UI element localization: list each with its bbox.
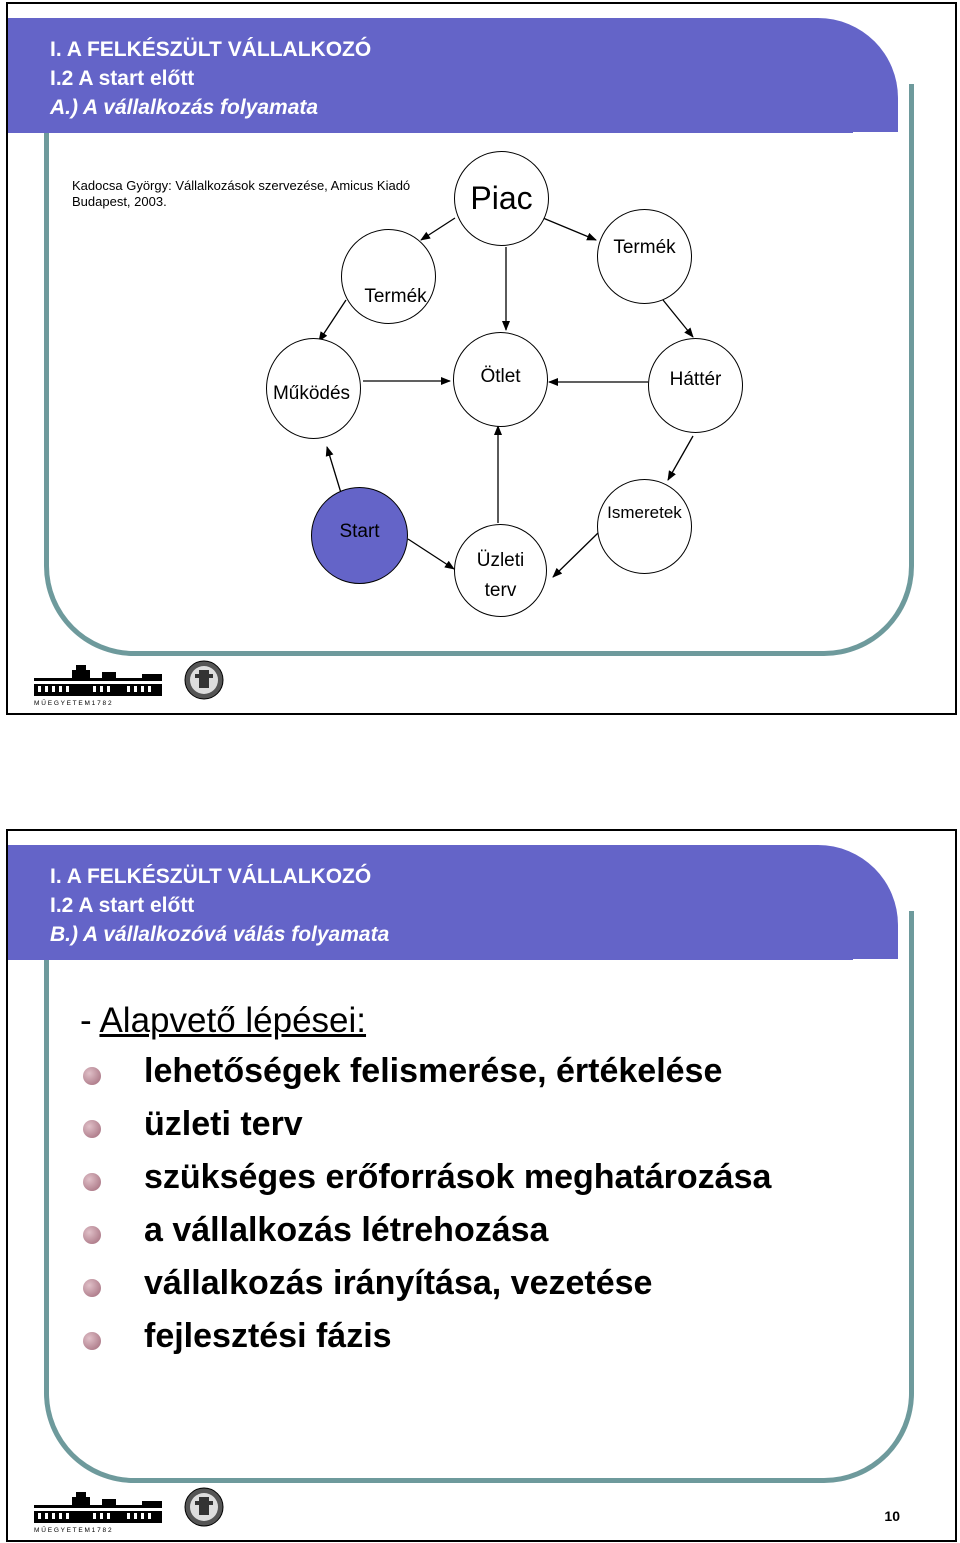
node-hatter: Háttér bbox=[648, 338, 743, 433]
university-building-logo: M Ű E G Y E T E M 1 7 8 2 bbox=[34, 665, 162, 706]
list-item: fejlesztési fázis bbox=[80, 1311, 920, 1364]
list-item: lehetőségek felismerése, értékelése bbox=[80, 1046, 920, 1099]
header-underline bbox=[8, 955, 853, 960]
node-termek-right: Termék bbox=[597, 209, 692, 304]
slide-frame bbox=[44, 911, 914, 1483]
bullet-icon bbox=[83, 1226, 101, 1244]
bullet-icon bbox=[83, 1173, 101, 1191]
arrow-hatter-ismeretek bbox=[667, 435, 694, 481]
arrow-piac-termek-right bbox=[542, 217, 597, 241]
node-otlet: Ötlet bbox=[453, 332, 548, 427]
header-line-2: I.2 A start előtt bbox=[50, 894, 195, 917]
slide-2: I. A FELKÉSZÜLT VÁLLALKOZÓ I.2 A start e… bbox=[6, 829, 957, 1542]
node-uzleti-terv: Üzleti terv bbox=[454, 524, 547, 617]
slide-1: I. A FELKÉSZÜLT VÁLLALKOZÓ I.2 A start e… bbox=[6, 2, 957, 715]
node-ismeretek: Ismeretek bbox=[597, 479, 692, 574]
diagram-arrows bbox=[318, 217, 694, 578]
arrow-mukodes-termek bbox=[318, 299, 347, 342]
arrow-start-uzleti bbox=[407, 538, 455, 570]
header-underline bbox=[8, 128, 853, 133]
list-item: üzleti terv bbox=[80, 1099, 920, 1152]
slide-frame bbox=[44, 84, 914, 656]
header-line-2: I.2 A start előtt bbox=[50, 67, 195, 90]
university-seal-logo bbox=[184, 660, 224, 700]
header-line-3: B.) A vállalkozóvá válás folyamata bbox=[50, 923, 390, 946]
node-mukodes: Működés bbox=[266, 338, 361, 439]
node-start: Start bbox=[311, 487, 408, 584]
header-line-1: I. A FELKÉSZÜLT VÁLLALKOZÓ bbox=[50, 865, 372, 888]
bullet-icon bbox=[83, 1279, 101, 1297]
lead-heading: - Alapvető lépései: bbox=[80, 1001, 367, 1040]
bullet-list: - Alapvető lépései: lehetőségek felismer… bbox=[80, 996, 920, 1364]
header-line-3: A.) A vállalkozás folyamata bbox=[50, 96, 319, 119]
arrow-termek-hatter bbox=[662, 299, 694, 338]
svg-text:M Ű E G Y E T E M 1 7 8 2: M Ű E G Y E T E M 1 7 8 2 bbox=[34, 698, 112, 706]
list-item: a vállalkozás létrehozása bbox=[80, 1205, 920, 1258]
university-seal-logo bbox=[184, 1487, 224, 1527]
arrow-piac-termek-left bbox=[420, 217, 456, 241]
node-piac: Piac bbox=[454, 151, 549, 246]
slide-header: I. A FELKÉSZÜLT VÁLLALKOZÓ I.2 A start e… bbox=[8, 18, 898, 132]
bullet-icon bbox=[83, 1067, 101, 1085]
svg-text:M Ű E G Y E T E M 1 7 8 2: M Ű E G Y E T E M 1 7 8 2 bbox=[34, 1525, 112, 1533]
university-building-logo: M Ű E G Y E T E M 1 7 8 2 bbox=[34, 1492, 162, 1533]
header-line-1: I. A FELKÉSZÜLT VÁLLALKOZÓ bbox=[50, 38, 372, 61]
bullet-icon bbox=[83, 1332, 101, 1350]
bullet-icon bbox=[83, 1120, 101, 1138]
list-item: vállalkozás irányítása, vezetése bbox=[80, 1258, 920, 1311]
arrow-start-mukodes bbox=[325, 446, 342, 494]
node-termek-left: Termék bbox=[341, 229, 436, 324]
arrow-ismeretek-uzleti bbox=[552, 532, 599, 578]
slide-header: I. A FELKÉSZÜLT VÁLLALKOZÓ I.2 A start e… bbox=[8, 845, 898, 959]
reference-text: Kadocsa György: Vállalkozások szervezése… bbox=[72, 178, 411, 209]
page-number: 10 bbox=[884, 1508, 900, 1524]
list-item: szükséges erőforrások meghatározása bbox=[80, 1152, 920, 1205]
